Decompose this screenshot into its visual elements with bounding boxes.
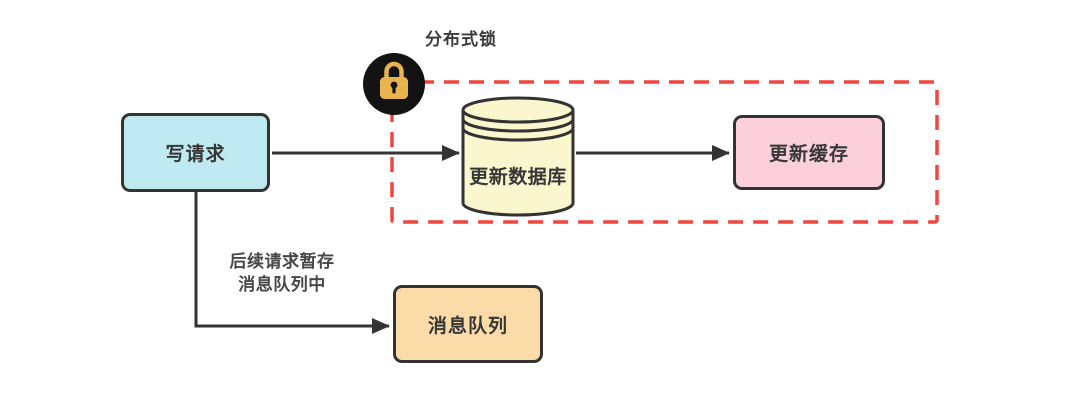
lock-icon [363,53,425,115]
write-request-label: 写请求 [165,144,226,165]
distributed-lock-region [390,80,939,224]
update-cache-node: 更新缓存 [733,115,885,190]
write-request-node: 写请求 [121,113,270,192]
message-queue-label: 消息队列 [427,315,508,337]
distributed-lock-title: 分布式锁 [425,30,497,49]
queue-note-line2: 消息队列中 [238,275,326,294]
update-cache-label: 更新缓存 [768,144,849,165]
arrow-write-to-queue [194,192,390,334]
queue-note: 后续请求暂存 消息队列中 [207,250,357,296]
queue-note-line1: 后续请求暂存 [229,252,335,271]
database-cylinder [461,96,575,217]
message-queue-node: 消息队列 [393,285,543,363]
update-database-label: 更新数据库 [469,167,567,188]
